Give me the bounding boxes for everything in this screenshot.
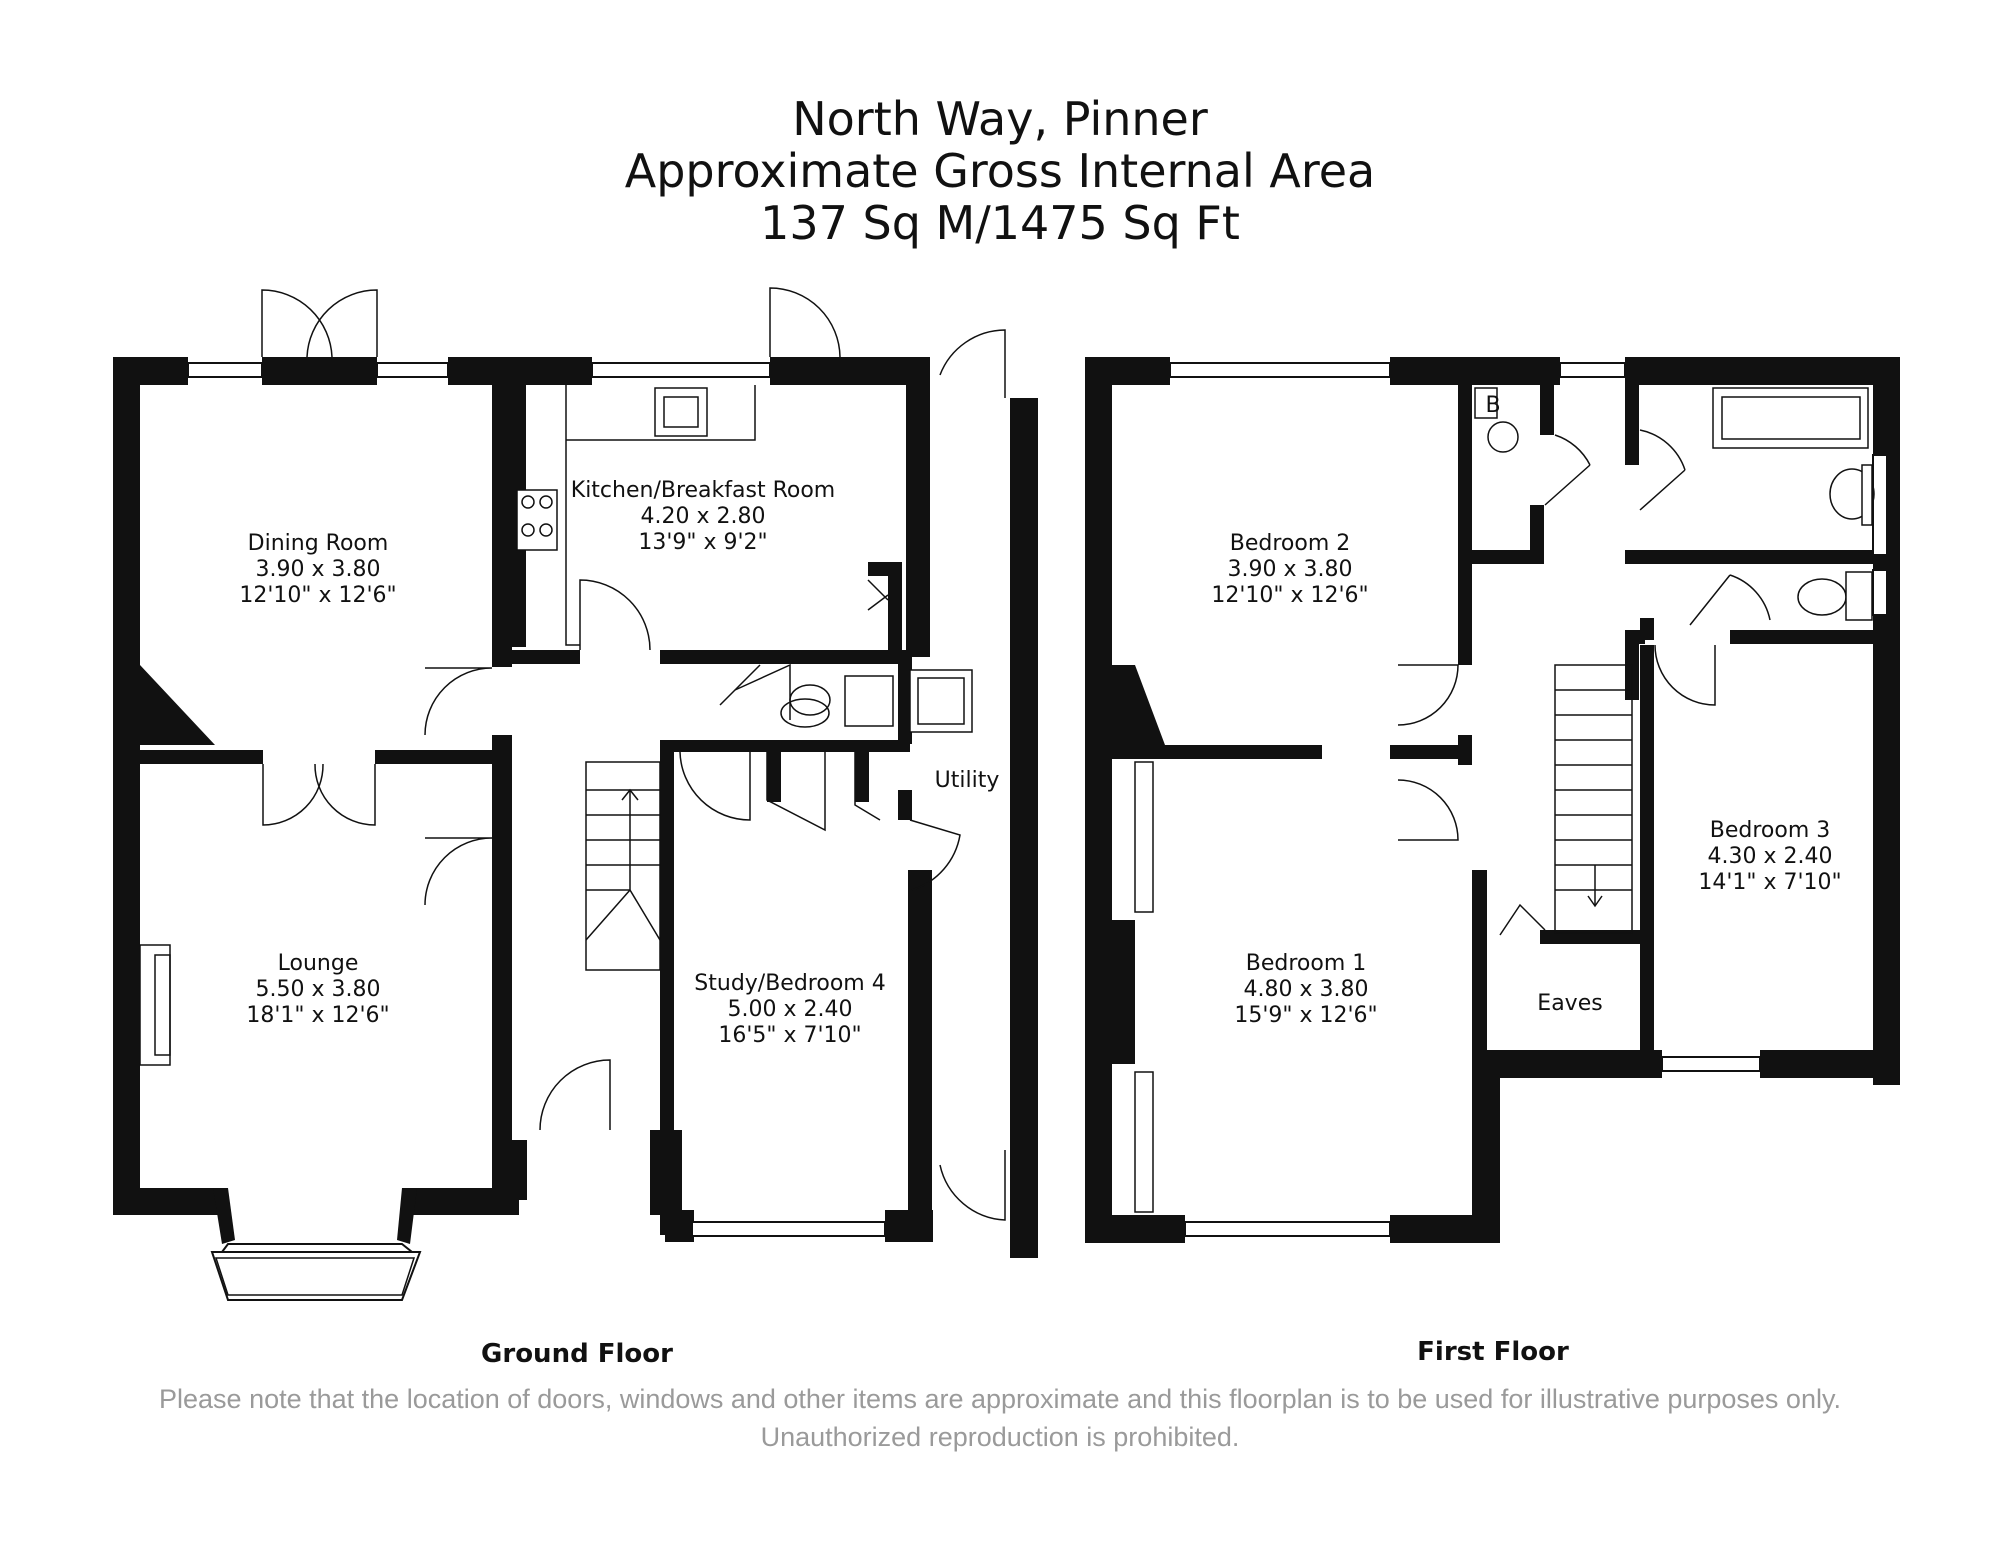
svg-text:Study/Bedroom 4: Study/Bedroom 4 [694, 971, 885, 996]
room-label-eaves: Eaves [1537, 991, 1602, 1016]
plan-title: North Way, Pinner [792, 92, 1208, 146]
disclaimer-note: Please note that the location of doors, … [159, 1384, 1841, 1452]
plan-area: 137 Sq M/1475 Sq Ft [760, 196, 1240, 250]
svg-text:15'9" x 12'6": 15'9" x 12'6" [1234, 1003, 1377, 1028]
svg-text:5.00 x 2.40: 5.00 x 2.40 [728, 997, 853, 1022]
svg-text:3.90 x 3.80: 3.90 x 3.80 [256, 557, 381, 582]
svg-text:3.90 x 3.80: 3.90 x 3.80 [1228, 557, 1353, 582]
svg-text:4.80 x 3.80: 4.80 x 3.80 [1244, 977, 1369, 1002]
svg-text:16'5" x 7'10": 16'5" x 7'10" [718, 1023, 861, 1048]
boiler-label: B [1485, 393, 1500, 418]
first-floor-plan [1085, 357, 1900, 1243]
svg-text:4.30 x 2.40: 4.30 x 2.40 [1708, 844, 1833, 869]
room-label-bedroom1: Bedroom 1 4.80 x 3.80 15'9" x 12'6" [1234, 951, 1377, 1028]
room-label-dining: Dining Room 3.90 x 3.80 12'10" x 12'6" [239, 531, 396, 608]
svg-text:Bedroom 3: Bedroom 3 [1710, 818, 1831, 843]
room-label-lounge: Lounge 5.50 x 3.80 18'1" x 12'6" [246, 951, 389, 1028]
svg-text:Lounge: Lounge [278, 951, 359, 976]
room-label-utility: Utility [935, 768, 1000, 793]
ground-floor-label: Ground Floor [481, 1339, 673, 1369]
svg-text:Dining Room: Dining Room [248, 531, 389, 556]
svg-text:14'1" x 7'10": 14'1" x 7'10" [1698, 870, 1841, 895]
room-label-bedroom3: Bedroom 3 4.30 x 2.40 14'1" x 7'10" [1698, 818, 1841, 895]
svg-text:Bedroom 2: Bedroom 2 [1230, 531, 1351, 556]
svg-text:13'9" x 9'2": 13'9" x 9'2" [638, 530, 767, 555]
svg-text:4.20 x 2.80: 4.20 x 2.80 [641, 504, 766, 529]
svg-text:18'1" x 12'6": 18'1" x 12'6" [246, 1003, 389, 1028]
plan-subtitle: Approximate Gross Internal Area [624, 144, 1376, 198]
svg-text:12'10" x 12'6": 12'10" x 12'6" [239, 583, 396, 608]
svg-text:5.50 x 3.80: 5.50 x 3.80 [256, 977, 381, 1002]
svg-text:12'10" x 12'6": 12'10" x 12'6" [1211, 583, 1368, 608]
room-label-kitchen: Kitchen/Breakfast Room 4.20 x 2.80 13'9"… [571, 478, 835, 555]
room-label-study: Study/Bedroom 4 5.00 x 2.40 16'5" x 7'10… [694, 971, 885, 1048]
first-floor-label: First Floor [1417, 1337, 1569, 1367]
svg-text:Bedroom 1: Bedroom 1 [1246, 951, 1367, 976]
svg-text:Kitchen/Breakfast Room: Kitchen/Breakfast Room [571, 478, 835, 503]
room-label-bedroom2: Bedroom 2 3.90 x 3.80 12'10" x 12'6" [1211, 531, 1368, 608]
ground-floor-plan [113, 287, 1038, 1301]
